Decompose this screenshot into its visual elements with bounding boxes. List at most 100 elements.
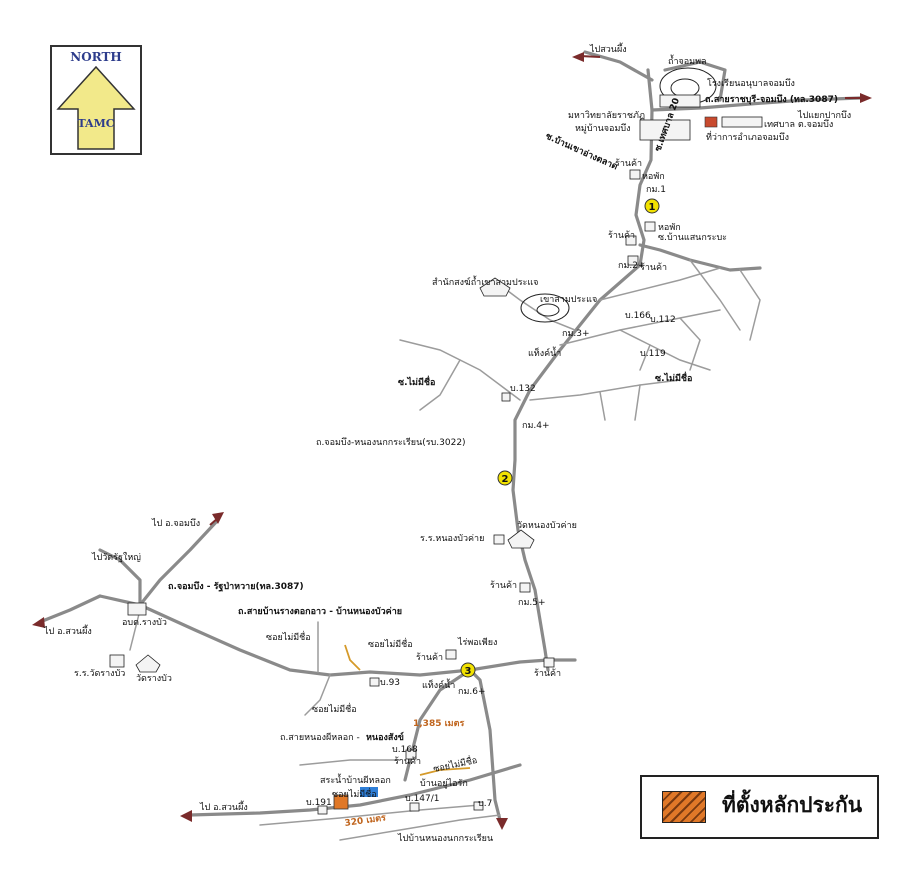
road-rang-bua-s xyxy=(129,609,141,651)
label-h191: บ.191 xyxy=(306,798,332,808)
label-soi-noname-2: ซ.ไม่มีชื่อ xyxy=(398,375,435,388)
mountain-inner-2 xyxy=(536,303,560,317)
north-title: NORTH xyxy=(70,50,121,64)
arrow-head-top-right xyxy=(860,93,872,103)
road-km3-c xyxy=(639,344,651,371)
label-h166: บ.166 xyxy=(625,311,651,321)
house-7-icon xyxy=(473,801,484,811)
road-to-suan-phueng-top xyxy=(583,50,654,82)
label-shop-5: ร้านค้า xyxy=(416,652,443,663)
shop-icon-2 xyxy=(625,235,637,246)
label-district-office: ที่ว่าการอำเภอจอมบึง xyxy=(706,130,789,143)
label-h93: บ.93 xyxy=(380,678,400,688)
road-bottom-2 xyxy=(259,804,481,826)
road-km6-east xyxy=(468,658,577,672)
road-pond xyxy=(299,759,401,766)
label-dorm-1: หอพัก xyxy=(642,172,665,182)
arrow-head-bottom xyxy=(496,818,508,830)
label-h132: บ.132 xyxy=(510,384,536,394)
house-191-icon xyxy=(317,805,328,815)
label-to-nong-nok: ไปบ้านหนองนกกระเรียน xyxy=(397,833,493,844)
district-office-icon xyxy=(721,116,763,128)
label-km1: กม.1 xyxy=(646,185,666,195)
label-shop-7: ร้านค้า xyxy=(394,756,421,767)
monastery-icon xyxy=(479,277,511,297)
label-soi-ban-sao: ซ.บ้านเขาอ่างตลาด xyxy=(544,131,620,173)
label-to-pak-bueng: ไปแยกปากบึง xyxy=(797,110,851,121)
road-rang-bua-nw xyxy=(138,518,220,607)
label-dist-1385: 1,385 เมตร xyxy=(413,719,464,729)
arrow-head-top-left xyxy=(572,52,584,62)
house-147-icon xyxy=(409,802,420,812)
obt-icon xyxy=(127,602,147,616)
road-bottom xyxy=(188,763,522,817)
municipality-icon xyxy=(704,116,718,128)
university-icon xyxy=(639,119,691,141)
soi-orange-1 xyxy=(344,644,361,671)
label-school: โรงเรียนอนุบาลจอมบึง xyxy=(707,78,795,89)
label-road-3087b: ถ.จอมบึง - รัฐป่าหวาย(ทล.3087) xyxy=(168,581,304,592)
direction-arrows xyxy=(32,52,872,830)
label-shop-6: ร้านค้า xyxy=(534,668,561,679)
road-bottom-3 xyxy=(339,814,501,841)
legend: ที่ตั้งหลักประกัน xyxy=(640,775,879,839)
label-road-3087: ถ.สายราชบุรี-จอมบึง (ทล.3087) xyxy=(705,94,838,105)
label-dorm-2: หอพัก xyxy=(658,223,681,233)
arrow-head-bottom-left xyxy=(180,810,192,822)
label-h168: บ.168 xyxy=(392,745,418,755)
label-municipality: เทศบาล ต.จอมบึง xyxy=(764,119,833,130)
label-h147: บ.147/1 xyxy=(405,794,440,804)
label-khao-sam: เขาสามประแจ xyxy=(540,295,597,305)
label-soi-ban-saen: ซ.บ้านแสนกระบะ xyxy=(658,232,727,243)
label-road-rang-bua: ถ.สายบ้านรางตอกอาว - บ้านหนองบัวค่าย xyxy=(238,606,402,617)
label-rai-pho: ไร่พอเพียง xyxy=(457,637,497,648)
label-road-3022: ถ.จอมบึง-หนองนกกระเรียน(รบ.3022) xyxy=(316,437,466,448)
label-h112: บ.112 xyxy=(650,315,676,325)
label-h7: บ.7 xyxy=(478,799,492,809)
label-km2: กม.2+ xyxy=(618,261,646,271)
label-km4: กม.4+ xyxy=(522,421,550,431)
north-arrow-shape xyxy=(56,65,136,150)
label-water-tank-2: แท็งค์น้ำ xyxy=(422,678,455,691)
label-shop-3: ร้านค้า xyxy=(640,262,667,273)
school-icon xyxy=(659,94,701,108)
marker-2-label: 2 xyxy=(502,474,509,485)
label-to-suan-phueng-left: ไป อ.สวนผึ้ง xyxy=(43,624,92,637)
arrow-head-chom-bueng xyxy=(212,512,224,524)
legend-label: ที่ตั้งหลักประกัน xyxy=(722,793,863,817)
buildings xyxy=(109,94,763,815)
north-logo: TAMC xyxy=(77,117,114,130)
label-school-nong-bua: ร.ร.หนองบัวค่าย xyxy=(420,534,484,544)
road-west-km3 xyxy=(499,284,576,331)
road-south-2 xyxy=(403,668,472,782)
label-to-suan-phueng-top: ไปสวนผึ้ง xyxy=(589,42,627,55)
label-soi-noname-6: ซอยไม่มีชื่อ xyxy=(432,753,478,775)
marker-3 xyxy=(460,662,476,678)
road-main xyxy=(511,68,654,672)
mountain-inner-1 xyxy=(670,78,700,98)
road-west-132 xyxy=(399,339,521,401)
marker-2 xyxy=(497,470,513,486)
shop-icon-1 xyxy=(629,169,641,180)
roads xyxy=(38,50,862,841)
label-h119: บ.119 xyxy=(640,349,666,359)
label-km5: กม.5+ xyxy=(518,598,546,608)
shop-icon-5 xyxy=(445,649,457,660)
shop-icon-3 xyxy=(627,255,639,266)
road-east-km4 xyxy=(529,379,681,401)
label-soi-noname-5: ซอยไม่มีชื่อ xyxy=(312,702,357,715)
label-tham-chom-phon: ถ้ำจอมพล xyxy=(668,54,707,67)
label-soi-noname-1: ซ.ไม่มีชื่อ xyxy=(655,371,692,384)
road-top-right xyxy=(663,60,727,102)
label-pond: สระน้ำบ้านผีหลอก xyxy=(320,773,391,786)
mountain-khao-sam xyxy=(520,293,570,323)
collateral-marker xyxy=(333,794,349,810)
label-monastery: สำนักสงฆ์ถ้ำเขาสามประแจ xyxy=(432,275,538,288)
arrow-head-left-mid xyxy=(32,617,45,628)
label-km3: กม.3+ xyxy=(562,329,590,339)
school-nong-bua-icon xyxy=(493,534,505,545)
label-km6: กม.6+ xyxy=(458,687,486,697)
label-water-tank: แท็งค์น้ำ xyxy=(528,346,561,359)
house-168-icon xyxy=(405,749,417,760)
